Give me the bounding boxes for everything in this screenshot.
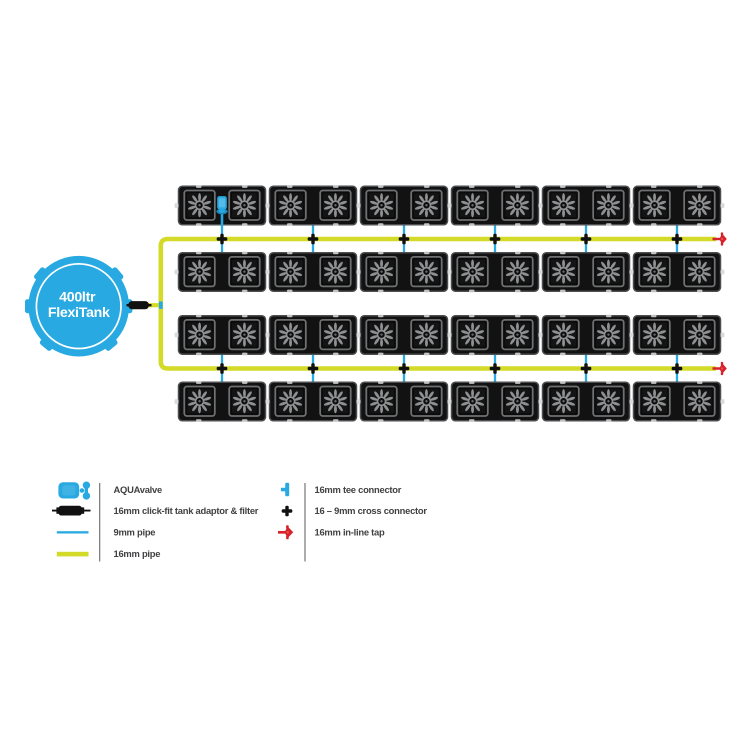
svg-text:400ltr: 400ltr	[59, 290, 96, 306]
svg-text:16mm pipe: 16mm pipe	[114, 548, 161, 559]
svg-text:16 – 9mm cross connector: 16 – 9mm cross connector	[315, 505, 428, 516]
svg-text:FlexiTank: FlexiTank	[48, 305, 110, 321]
svg-text:AQUAvalve: AQUAvalve	[114, 484, 163, 495]
svg-text:16mm in-line tap: 16mm in-line tap	[315, 527, 385, 538]
svg-text:16mm click-fit tank adaptor &: 16mm click-fit tank adaptor & filter	[114, 505, 259, 516]
svg-text:9mm pipe: 9mm pipe	[114, 527, 156, 538]
svg-text:16mm tee connector: 16mm tee connector	[315, 484, 402, 495]
